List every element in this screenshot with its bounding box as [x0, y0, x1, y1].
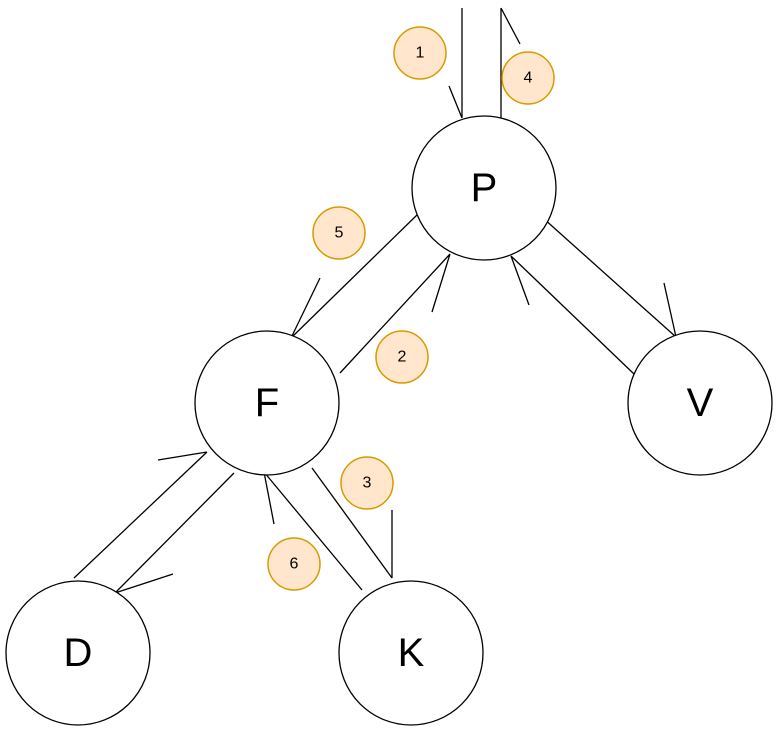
step-badge-3-label: 3	[363, 475, 372, 492]
node-d: D	[5, 580, 151, 726]
step-badge-4-circle	[501, 51, 555, 105]
edge-step-6-k-to-f	[263, 471, 363, 591]
node-v-label: V	[687, 381, 714, 425]
step-badge-2-circle	[375, 330, 429, 384]
edge-v-to-p	[510, 255, 635, 375]
edge-p-to-v	[542, 217, 677, 338]
node-p-circle	[411, 115, 557, 261]
node-k-label: K	[398, 631, 425, 675]
step-badge-6-circle	[267, 537, 321, 591]
step-badge-2: 2	[375, 330, 429, 384]
edge-step-5-p-to-f	[290, 213, 419, 339]
step-badge-4-label: 4	[524, 70, 533, 87]
node-k: K	[338, 580, 484, 726]
step-badge-6: 6	[267, 537, 321, 591]
step-badge-6-label: 6	[290, 556, 299, 573]
step-badge-5-label: 5	[335, 225, 344, 242]
step-badge-5: 5	[312, 206, 366, 260]
step-badge-5-circle	[312, 206, 366, 260]
edge-step-1-into-p	[448, 8, 463, 119]
edge-step-2-f-to-p	[339, 253, 451, 374]
step-badge-3-circle	[340, 456, 394, 510]
step-badge-4: 4	[501, 51, 555, 105]
node-p: P	[411, 115, 557, 261]
node-v-circle	[627, 330, 773, 476]
node-f-circle	[194, 330, 340, 476]
edges	[73, 7, 677, 594]
node-d-label: D	[64, 631, 93, 675]
step-badge-1: 1	[393, 26, 447, 80]
edge-d-to-f	[114, 472, 235, 594]
node-p-label: P	[471, 166, 498, 210]
node-k-circle	[338, 580, 484, 726]
step-badge-1-circle	[393, 26, 447, 80]
step-badge-1-label: 1	[416, 45, 425, 62]
step-badge-3: 3	[340, 456, 394, 510]
step-badge-2-label: 2	[398, 349, 407, 366]
node-f-label: F	[255, 381, 279, 425]
edge-step-4-out-of-p	[500, 7, 521, 118]
edge-step-3-f-to-k	[311, 467, 393, 579]
node-f: F	[194, 330, 340, 476]
node-d-circle	[5, 580, 151, 726]
node-v: V	[627, 330, 773, 476]
edge-f-to-d	[73, 451, 208, 579]
